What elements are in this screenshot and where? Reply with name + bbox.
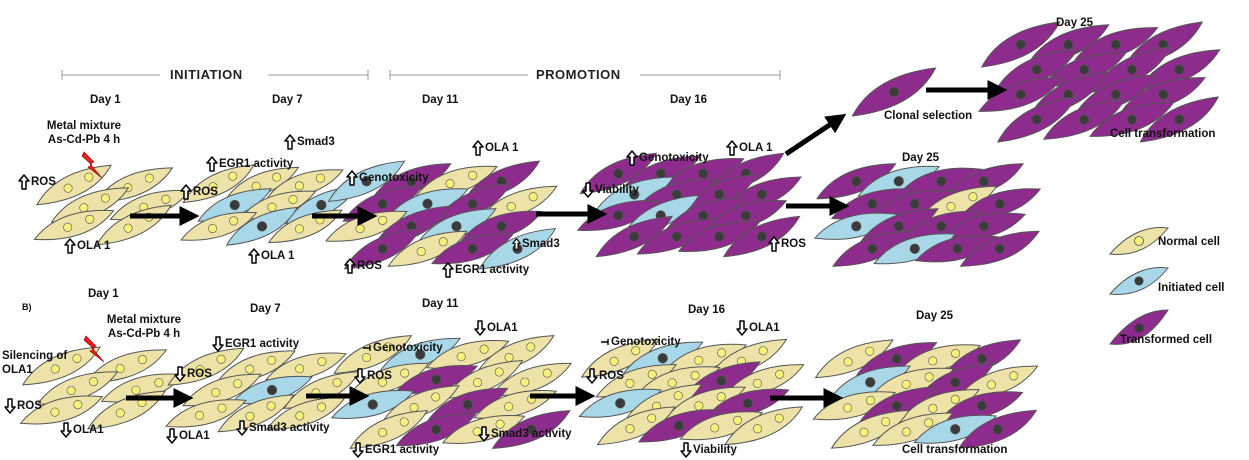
bottom-day11: Day 11 — [422, 298, 458, 311]
legend-initiated-label: Initiated cell — [1158, 282, 1224, 295]
arrow-down-icon — [474, 320, 486, 336]
bottom-d7-ola1-down: OLA1 — [166, 428, 210, 444]
bottom-d11-ros-down: ROS — [354, 368, 392, 384]
arrow-down-icon — [478, 426, 490, 442]
bottom-day1: Day 1 — [88, 288, 119, 301]
bottom-d7-ros-down: ROS — [174, 366, 212, 382]
arrow-down-icon — [166, 428, 178, 444]
arrow-down-icon — [582, 182, 594, 198]
top-day7: Day 7 — [272, 94, 303, 107]
bottom-d1-ola1-down: OLA1 — [60, 422, 104, 438]
bottom-d11-ola1-down: OLA1 — [474, 320, 518, 336]
bottom-d1-ros-down: ROS — [4, 398, 42, 414]
arrow-down-icon — [352, 442, 364, 458]
arrow-up-icon — [512, 238, 521, 250]
legend-normal-label: Normal cell — [1158, 236, 1220, 249]
arrow-down-icon — [586, 368, 598, 384]
top-day25-upper: Day 25 — [1056, 17, 1093, 30]
arrow-down-icon — [4, 398, 16, 414]
bottom-d11-genotox-inhibited: Genotoxicity — [362, 342, 443, 354]
top-day1: Day 1 — [90, 94, 121, 107]
arrow-up-icon — [726, 140, 738, 156]
arrow-down-icon — [174, 366, 186, 382]
top-d7-ola1-up: OLA 1 — [248, 248, 294, 264]
initiation-label: INITIATION — [170, 68, 243, 81]
arrow-up-icon — [344, 258, 356, 274]
bottom-d16-genotox-inhibited: Genotoxicity — [600, 336, 681, 348]
arrow-down-icon — [354, 368, 366, 384]
bottom-d16-viability-down: Viability — [680, 442, 737, 458]
legend-transformed-label: Transformed cell — [1120, 334, 1212, 347]
top-clonal-selection: Clonal selection — [884, 110, 972, 123]
bottom-silencing-line2: OLA1 — [2, 364, 33, 377]
arrow-up-icon — [248, 248, 260, 264]
top-d1-ola1-up: OLA 1 — [64, 238, 110, 254]
bottom-day16: Day 16 — [688, 304, 725, 317]
arrow-up-icon — [180, 184, 192, 200]
arrow-up-icon — [346, 170, 358, 186]
arrow-down-icon — [680, 442, 692, 458]
arrow-up-icon — [284, 134, 296, 150]
bottom-day25: Day 25 — [916, 310, 953, 323]
top-d16-ros-up: ROS — [768, 236, 806, 252]
bottom-d7-egr1-down: EGR1 activity — [212, 336, 299, 352]
arrow-up-icon — [472, 140, 484, 156]
bottom-d16-ola1-down: OLA1 — [736, 320, 780, 336]
arrow-up-icon — [768, 236, 780, 252]
panel-b-label: B) — [22, 301, 32, 314]
bottom-d11-egr1-down: EGR1 activity — [352, 442, 439, 458]
top-d1-ros-up: ROS — [18, 174, 56, 190]
bottom-d11-smad3-down: Smad3 activity — [478, 426, 572, 442]
top-day16: Day 16 — [670, 94, 707, 107]
top-metal-mixture: Metal mixture — [47, 120, 121, 133]
bottom-silencing-line1: Silencing of — [2, 350, 67, 363]
promotion-label: PROMOTION — [536, 68, 621, 81]
top-metal-dose: As-Cd-Pb 4 h — [48, 134, 120, 147]
top-d11-smad3-up: Smad3 — [512, 238, 560, 250]
bottom-d7-smad3-down: Smad3 activity — [236, 420, 330, 436]
arrow-up-icon — [64, 238, 76, 254]
top-d11-ros-up: ROS — [344, 258, 382, 274]
top-day25-lower: Day 25 — [902, 152, 939, 165]
inhibition-icon — [600, 337, 610, 347]
bottom-day25-cells — [810, 330, 1042, 458]
arrow-down-icon — [736, 320, 748, 336]
top-d7-ros-up: ROS — [180, 184, 218, 200]
inhibition-icon — [362, 343, 372, 353]
top-day25-lower-cells — [812, 154, 1044, 277]
top-d16-genotox-up: Genotoxicity — [626, 150, 709, 166]
arrow-up-icon — [442, 262, 454, 278]
bottom-metal-mixture: Metal mixture — [107, 314, 181, 327]
top-d11-genotox-up: Genotoxicity — [346, 170, 429, 186]
arrow-down-icon — [60, 422, 72, 438]
arrow-top-5 — [786, 118, 840, 154]
bottom-day16-cells — [576, 330, 808, 455]
top-d16-viability-down: Viability — [582, 182, 639, 198]
top-cell-transformation: Cell transformation — [1110, 128, 1215, 141]
top-d7-egr1-up: EGR1 activity — [206, 156, 293, 172]
arrow-down-icon — [236, 420, 248, 436]
top-d16-ola1-up: OLA 1 — [726, 140, 772, 156]
bottom-cell-transformation: Cell transformation — [902, 444, 1007, 457]
arrow-up-icon — [18, 174, 30, 190]
bottom-day7: Day 7 — [250, 303, 281, 316]
arrow-up-icon — [626, 150, 638, 166]
bottom-d16-ros-down: ROS — [586, 368, 624, 384]
top-day1-cells — [31, 156, 193, 254]
arrow-down-icon — [212, 336, 224, 352]
top-d11-ola1-up: OLA 1 — [472, 140, 518, 156]
arrow-up-icon — [206, 156, 218, 172]
top-d11-egr1-up: EGR1 activity — [442, 262, 529, 278]
bottom-metal-dose: As-Cd-Pb 4 h — [108, 328, 180, 341]
top-d7-smad3-up: Smad3 — [284, 134, 335, 150]
top-day11: Day 11 — [422, 94, 458, 107]
